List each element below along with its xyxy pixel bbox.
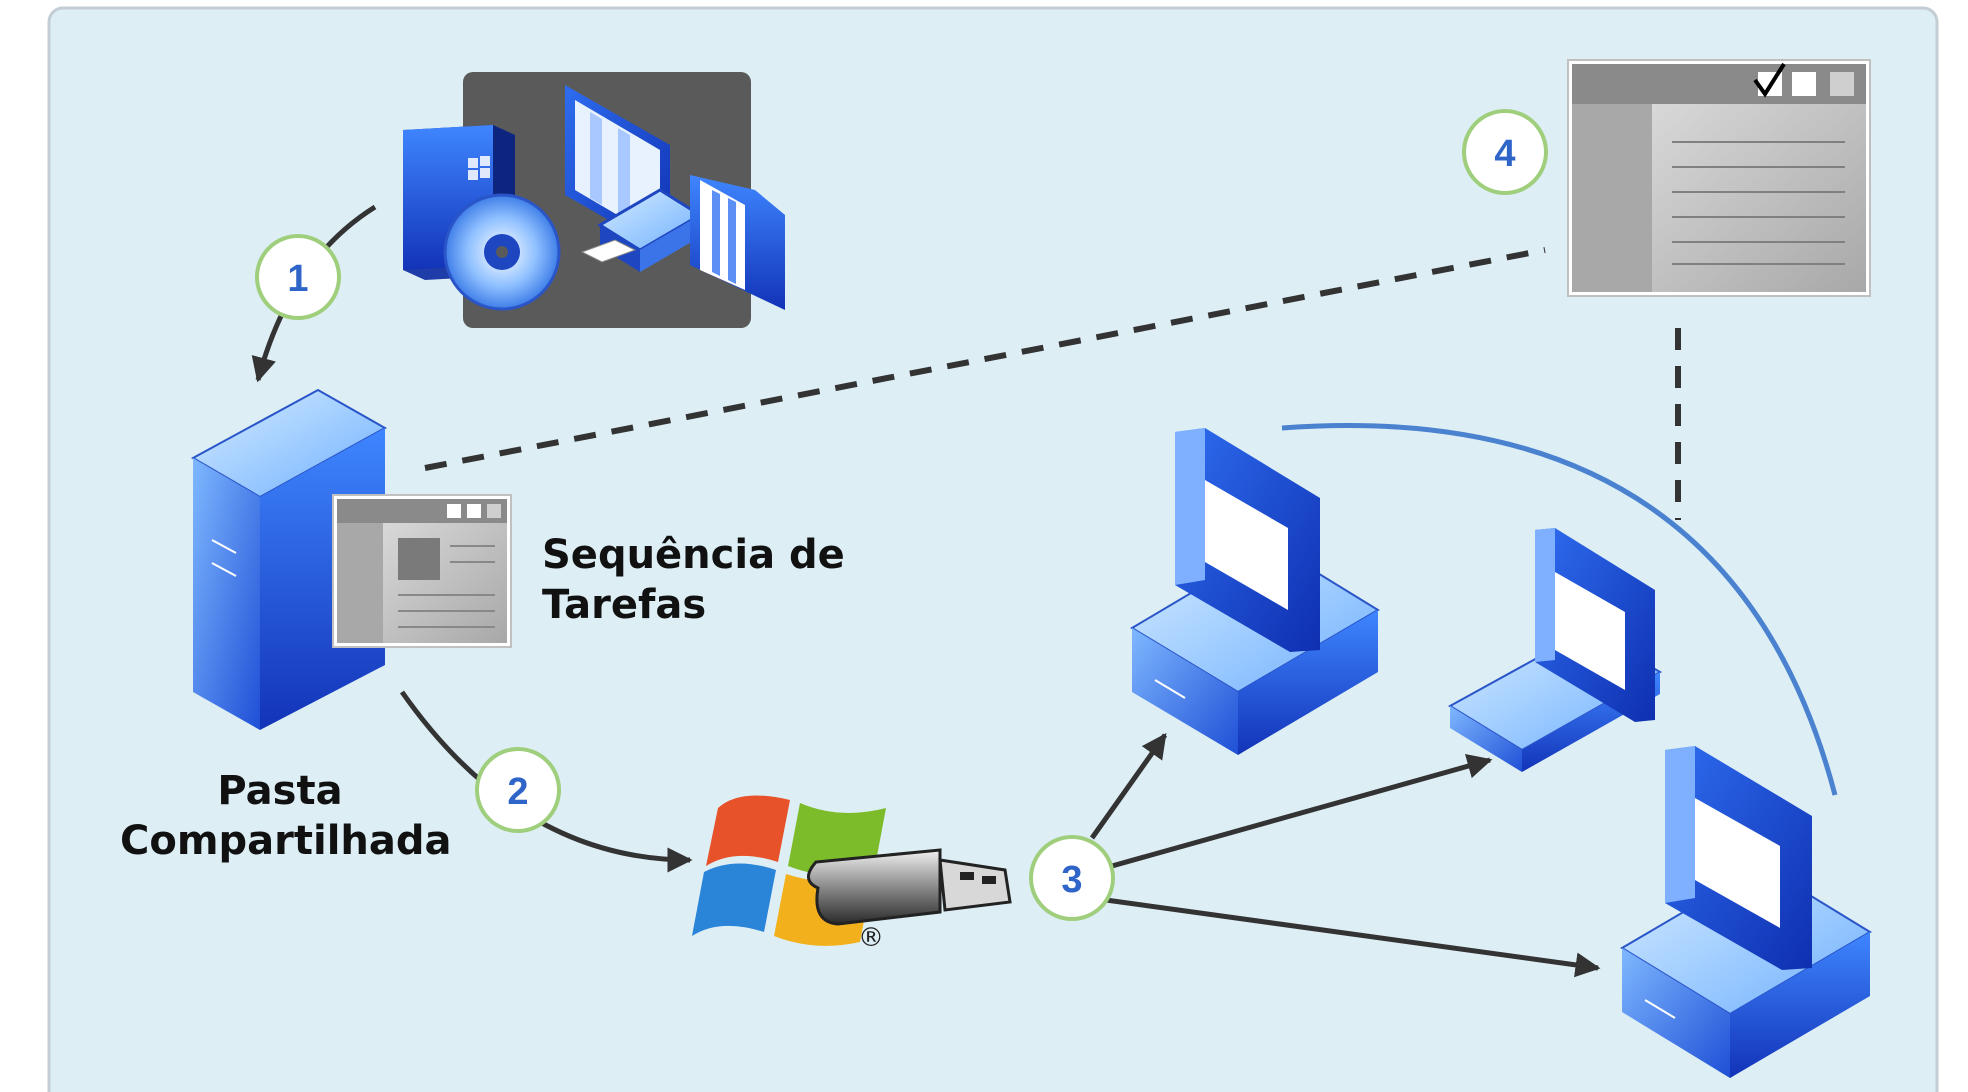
svg-text:3: 3 [1061,859,1082,901]
arrow-to-desktop-2 [1105,897,1601,978]
svg-text:2: 2 [507,771,528,813]
task-sequence-window-icon [332,494,512,648]
arrow-to-laptop [1111,754,1493,869]
shared-folder-label-line-2: Compartilhada [120,818,452,864]
registered-mark: ® [858,923,884,953]
step-badge-2: 2 [475,747,561,833]
step-badge-1: 1 [255,234,341,320]
laptop-computer-icon [1448,528,1663,772]
desktop-computer-icon [1130,428,1380,755]
dashed-connector-server-checklist [424,247,1546,471]
step-badge-4: 4 [1462,109,1548,195]
task-sequence-label-line-1: Sequência de [542,532,845,578]
arrow-to-desktop-1 [1089,732,1168,840]
windows-usb-drive-icon: ® [692,795,1012,953]
desktop-computer-icon [1620,746,1872,1078]
shared-folder-label: Pasta Compartilhada [120,766,452,866]
svg-text:4: 4 [1494,133,1515,175]
windows-install-media-icon [403,72,785,328]
svg-text:1: 1 [287,258,308,300]
task-sequence-label-line-2: Tarefas [542,582,707,628]
shared-folder-label-line-1: Pasta [217,768,343,814]
task-sequence-label: Sequência de Tarefas [542,530,845,630]
step-badge-3: 3 [1029,835,1115,921]
checklist-window-icon [1567,59,1871,297]
coverage-arc [1281,423,1838,796]
